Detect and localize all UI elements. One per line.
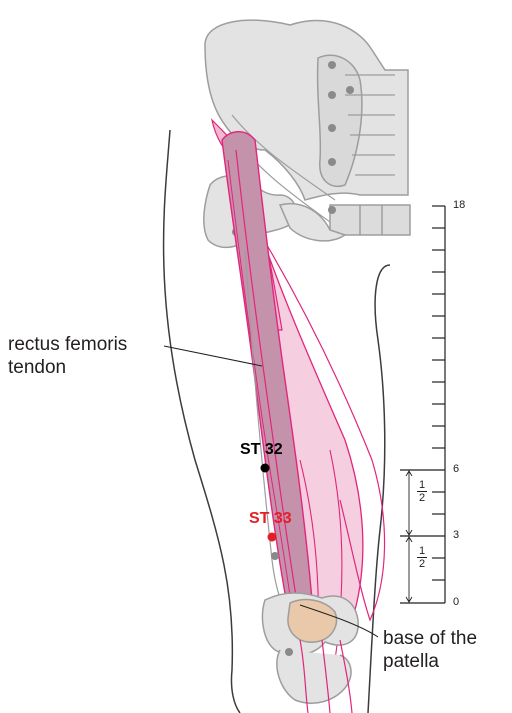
fraction-denominator: 2 — [419, 558, 425, 570]
fraction-denominator: 2 — [419, 492, 425, 504]
st33-dot — [268, 533, 277, 542]
rectus-femoris-label-line2: tendon — [8, 356, 66, 379]
rectus-femoris-label: rectus femoris — [8, 333, 127, 356]
rectus-leader-line — [164, 346, 262, 366]
scale-fraction-upper-1: 1 2 — [417, 479, 427, 504]
scale-label-3: 3 — [453, 529, 459, 541]
scale-label-6: 6 — [453, 463, 459, 475]
scale-fraction-lower-1: 1 2 — [417, 545, 427, 570]
st33-label: ST 33 — [249, 510, 292, 528]
fraction-numerator: 1 — [417, 545, 427, 558]
patella-label-line2: patella — [383, 650, 439, 673]
measurement-scale — [400, 206, 445, 603]
scale-label-18: 18 — [453, 199, 465, 211]
st32-label: ST 32 — [240, 441, 283, 459]
st32-dot — [261, 464, 270, 473]
patella-label: base of the — [383, 627, 477, 650]
scale-upper-ticks — [432, 206, 445, 448]
scale-label-0: 0 — [453, 596, 459, 608]
fraction-numerator: 1 — [417, 479, 427, 492]
